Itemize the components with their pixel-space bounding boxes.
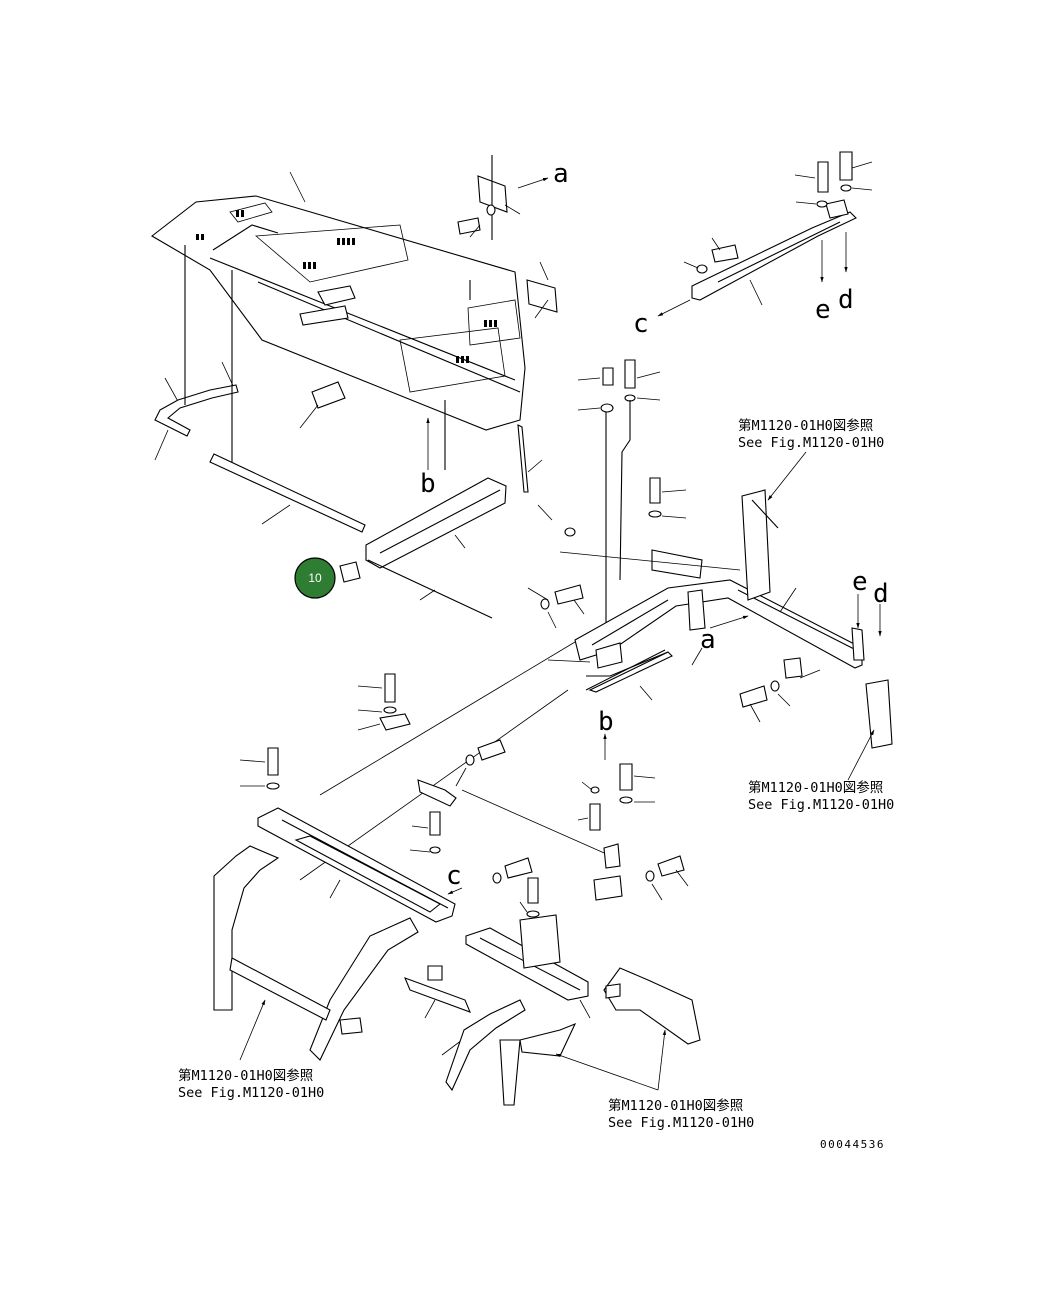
main-frame-right: [574, 489, 893, 749]
lower-bolts: [266, 673, 685, 918]
svg-text:第M1120-01H0図参照: 第M1120-01H0図参照: [738, 417, 873, 434]
leader-lines-top-right: [683, 161, 873, 306]
svg-text:See Fig.M1120-01H0: See Fig.M1120-01H0: [608, 1115, 754, 1131]
ref-arrow-bottom-right: [555, 1029, 667, 1091]
arrow-c-top: c: [633, 299, 691, 339]
arrow-a-mid: a: [700, 615, 749, 655]
callout-10[interactable]: 10: [294, 557, 336, 599]
ref-arrow-lower-left: [239, 999, 266, 1061]
svg-text:b: b: [420, 469, 436, 499]
arrow-b-top: b: [420, 417, 436, 499]
reference-upper-right: 第M1120-01H0図参照 See Fig.M1120-01H0: [738, 417, 884, 451]
leader-lines-frame: [537, 504, 821, 723]
arrow-e-top: e: [815, 240, 831, 325]
leader-lines-center: [527, 371, 687, 629]
svg-text:第M1120-01H0図参照: 第M1120-01H0図参照: [748, 779, 883, 796]
svg-text:e: e: [815, 295, 831, 325]
svg-text:a: a: [553, 159, 569, 189]
arrow-c-low: c: [446, 861, 463, 895]
svg-text:See Fig.M1120-01H0: See Fig.M1120-01H0: [738, 435, 884, 451]
arrow-e-right: e: [852, 567, 868, 629]
lower-hook-rod: [588, 651, 673, 693]
top-bolt-and-washer: [457, 204, 496, 235]
svg-text:a: a: [700, 625, 716, 655]
svg-text:b: b: [598, 707, 614, 737]
callout-circle[interactable]: [294, 557, 336, 599]
svg-text:c: c: [633, 309, 649, 339]
svg-text:c: c: [446, 861, 462, 891]
arrow-d-top: d: [838, 232, 854, 315]
lower-main-frame: [213, 779, 701, 1106]
ref-arrow-lower-right: [847, 729, 875, 781]
arrow-a-top: a: [517, 159, 569, 189]
lower-support-beam: [339, 424, 529, 619]
left-stay-parts: [154, 245, 446, 533]
svg-text:d: d: [873, 579, 889, 609]
ref-arrow-upper-right: [767, 451, 807, 501]
svg-text:第M1120-01H0図参照: 第M1120-01H0図参照: [178, 1067, 313, 1084]
leader-lines-top-left: [154, 171, 549, 601]
reference-bottom-center: 第M1120-01H0図参照 See Fig.M1120-01H0: [608, 1097, 754, 1131]
svg-text:第M1120-01H0図参照: 第M1120-01H0図参照: [608, 1097, 743, 1114]
reference-lower-left: 第M1120-01H0図参照 See Fig.M1120-01H0: [178, 1067, 324, 1101]
top-right-bracket-bar: [691, 151, 857, 301]
drawing-number: 00044536: [820, 1138, 885, 1151]
svg-text:e: e: [852, 567, 868, 597]
svg-text:d: d: [838, 285, 854, 315]
callout-number[interactable]: 10: [308, 571, 322, 585]
arrow-d-right: d: [873, 579, 889, 637]
center-bolts: [540, 359, 662, 640]
reference-lower-right: 第M1120-01H0図参照 See Fig.M1120-01H0: [748, 779, 894, 813]
top-cover-panel: [151, 155, 558, 431]
svg-text:See Fig.M1120-01H0: See Fig.M1120-01H0: [748, 797, 894, 813]
arrow-b-low: b: [598, 707, 614, 760]
svg-text:See Fig.M1120-01H0: See Fig.M1120-01H0: [178, 1085, 324, 1101]
